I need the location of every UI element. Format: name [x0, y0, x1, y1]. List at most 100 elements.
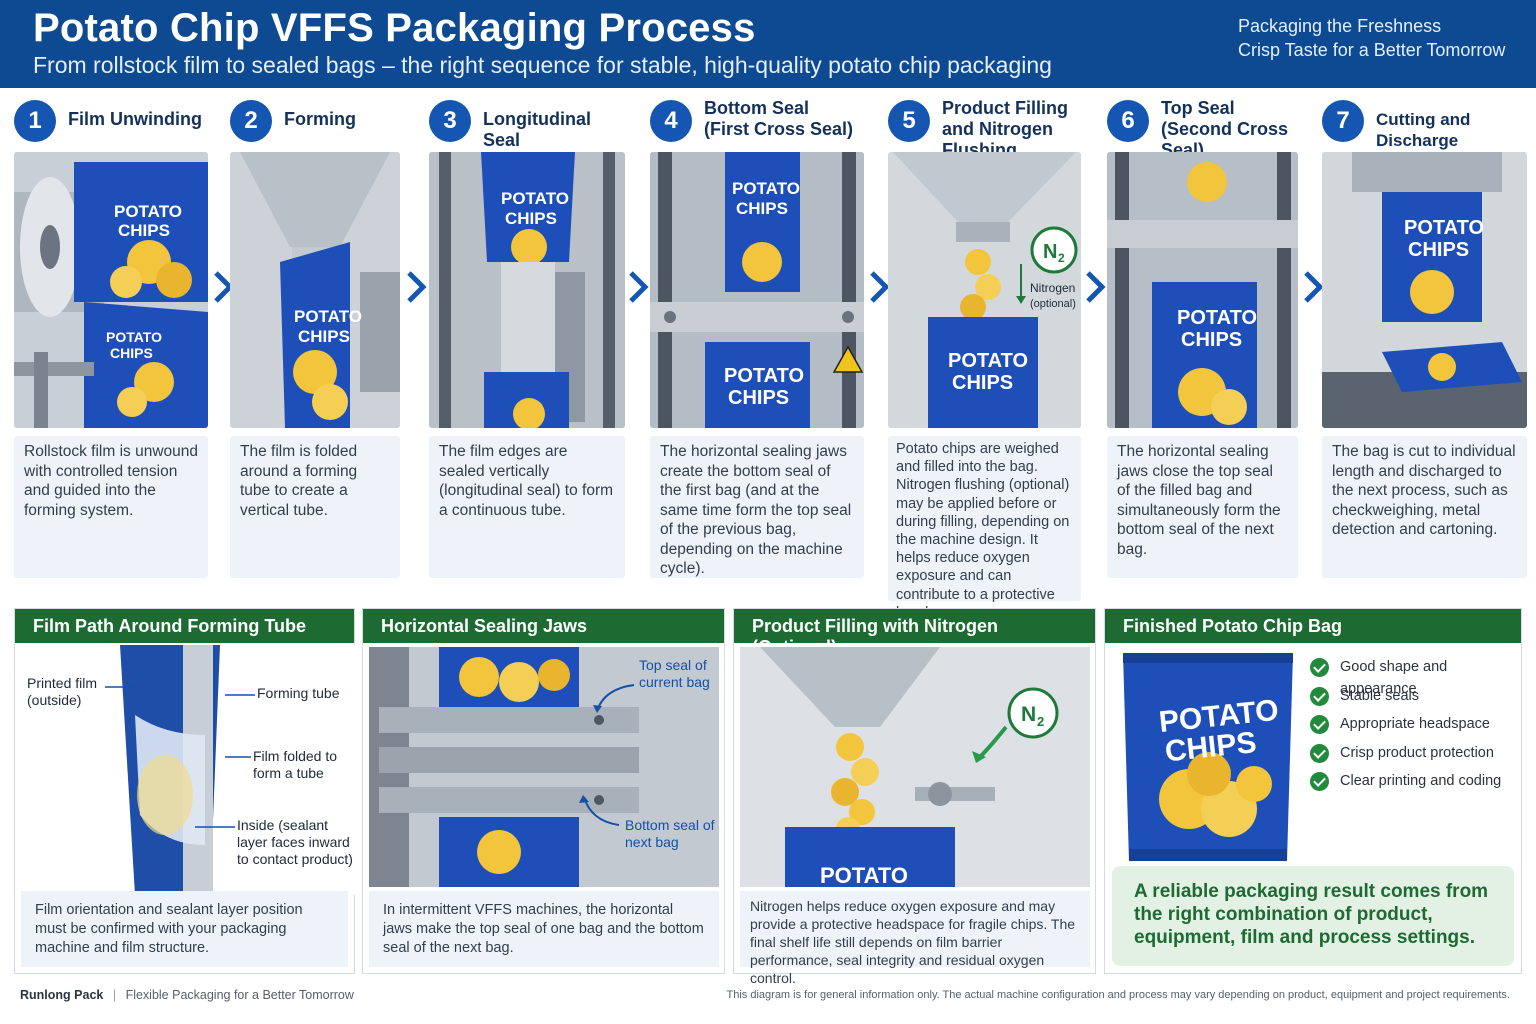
step-title: Cutting and Discharge [1376, 109, 1527, 151]
nitrogen-note: (optional) [1030, 298, 1076, 310]
bag-label-text: CHIPS [110, 345, 153, 361]
checklist-item: Crisp product protection [1310, 742, 1525, 771]
step-description: The horizontal sealing jaws create the b… [650, 436, 864, 578]
result-statement: A reliable packaging result comes from t… [1112, 866, 1514, 966]
sealing-jaws-image [369, 647, 719, 887]
arrow-right-icon [870, 271, 890, 303]
panel-note: Film orientation and sealant layer posit… [21, 891, 348, 967]
panel-title: Film Path Around Forming Tube [15, 609, 354, 643]
forming-tube-image: POTATO CHIPS [230, 152, 400, 428]
step-6: 6 Top Seal(Second Cross Seal) POTATO CHI… [1107, 96, 1298, 596]
bag-label-text: CHIPS [728, 387, 789, 409]
nitrogen-label: Nitrogen [1030, 281, 1075, 295]
check-icon [1310, 715, 1329, 734]
step-7: 7 Cutting and Discharge POTATO CHIPS The… [1322, 96, 1527, 596]
panel-title: Product Filling with Nitrogen (Optional) [734, 609, 1095, 657]
bag-label-text: CHIPS [1181, 329, 1242, 351]
checklist-item: Appropriate headspace [1310, 713, 1525, 742]
step-title: Longitudinal Seal [483, 109, 625, 151]
callout-inside-sealant: Inside (sealant layer faces inward to co… [237, 817, 353, 867]
callout-film-folded: Film folded to form a tube [253, 748, 338, 781]
step-title: Forming [284, 109, 356, 130]
bag-label-text: CHIPS [118, 221, 170, 240]
arrow-right-icon [1304, 271, 1324, 303]
page-title: Potato Chip VFFS Packaging Process [33, 6, 756, 50]
step-description: The horizontal sealing jaws close the to… [1107, 436, 1298, 578]
callout-top-seal: Top seal of current bag [639, 657, 710, 690]
bag-label-text: CHIPS [505, 209, 557, 228]
arrow-right-icon [629, 271, 649, 303]
step-1: 1 Film Unwinding POTATO CHIPS POTATO CHI… [14, 96, 208, 596]
step-title-line: Bottom Seal [704, 98, 810, 118]
step-title-line: (First Cross Seal) [704, 119, 854, 139]
bag-label-text: POTATO [114, 202, 182, 221]
step-title: Bottom Seal(First Cross Seal) [704, 98, 853, 140]
checklist-label: Good shape and appearance [1340, 659, 1448, 697]
step-3: 3 Longitudinal Seal POTATO CHIPS The fil… [429, 96, 625, 596]
cutting-discharge-image: POTATO CHIPS [1322, 152, 1527, 428]
panel-filling-nitrogen: Product Filling with Nitrogen (Optional)… [733, 608, 1096, 986]
callout-forming-tube: Forming tube [257, 685, 340, 701]
checklist-item: Clear printing and coding [1310, 770, 1525, 799]
checklist-item: Stable seals [1310, 685, 1525, 714]
step-header: 3 Longitudinal Seal [429, 98, 625, 150]
step-number-badge: 1 [14, 100, 56, 142]
checklist-label: Crisp product protection [1340, 744, 1494, 761]
step-title-line: Forming [284, 109, 356, 129]
checklist-label: Clear printing and coding [1340, 773, 1502, 789]
process-steps: 1 Film Unwinding POTATO CHIPS POTATO CHI… [0, 96, 1536, 621]
step-number-badge: 6 [1107, 100, 1149, 142]
bag-label-text: CHIPS [298, 327, 350, 346]
step-title-line: Film Unwinding [68, 109, 202, 129]
filling-nitrogen-image: POTATO N 2 [740, 647, 1090, 887]
callout-printed-film: Printed film (outside) [27, 675, 98, 708]
finished-bag-image: POTATO CHIPS [1123, 653, 1293, 861]
step-title-line: Product Filling [942, 98, 1068, 118]
bag-label-text: POTATO [948, 350, 1028, 372]
step-description: The bag is cut to individual length and … [1322, 436, 1527, 578]
step-description: The film is folded around a forming tube… [230, 436, 400, 578]
arrow-right-icon [407, 271, 427, 303]
step-description: Potato chips are weighed and filled into… [888, 436, 1081, 621]
panel-note: Nitrogen helps reduce oxygen exposure an… [740, 891, 1090, 986]
check-icon [1310, 658, 1329, 677]
nitrogen-subscript: 2 [1058, 251, 1065, 265]
step-number-badge: 3 [429, 100, 471, 142]
footer-brand: Runlong Pack [20, 988, 104, 1002]
checklist-label: Appropriate headspace [1340, 716, 1490, 732]
tagline-1: Packaging the Freshness [1238, 16, 1442, 36]
step-header: 7 Cutting and Discharge [1322, 98, 1527, 150]
step-2: 2 Forming POTATO CHIPS The film is folde… [230, 96, 400, 596]
footer-brand-line: Runlong Pack | Flexible Packaging for a … [20, 988, 354, 1002]
step-number-badge: 5 [888, 100, 930, 142]
bag-label-text: POTATO [724, 365, 804, 387]
bag-partial-label: POTATO [820, 863, 908, 887]
forming-tube-diagram [15, 645, 355, 895]
bag-label-text: POTATO [1177, 307, 1257, 329]
top-seal-image: POTATO CHIPS [1107, 152, 1298, 428]
step-description: The film edges are sealed vertically (lo… [429, 436, 625, 578]
checklist-item: Good shape and appearance [1310, 656, 1525, 697]
bag-label-text: POTATO [1404, 217, 1484, 239]
step-number-badge: 4 [650, 100, 692, 142]
check-icon [1310, 772, 1329, 791]
header-banner: Potato Chip VFFS Packaging Process From … [0, 0, 1536, 88]
nitrogen-symbol: N [1043, 241, 1057, 263]
step-header: 4 Bottom Seal(First Cross Seal) [650, 98, 864, 142]
panel-film-path: Film Path Around Forming Tube Printed fi… [14, 608, 355, 974]
step-title: Film Unwinding [68, 109, 202, 130]
panel-sealing-jaws: Horizontal Sealing Jaws Top seal of curr… [362, 608, 725, 974]
checklist-label: Stable seals [1340, 687, 1419, 704]
arrow-right-icon [1086, 271, 1106, 303]
step-title-line: Cutting and Discharge [1376, 110, 1471, 150]
film-roll-image: POTATO CHIPS POTATO CHIPS [14, 152, 208, 428]
page-subtitle: From rollstock film to sealed bags – the… [33, 52, 1052, 78]
check-icon [1310, 743, 1329, 763]
panel-title: Finished Potato Chip Bag [1105, 609, 1521, 643]
step-header: 2 Forming [230, 98, 400, 142]
bag-label-text: CHIPS [736, 199, 788, 218]
nitrogen-subscript: 2 [1037, 714, 1044, 729]
callout-bottom-seal: Bottom seal of next bag [625, 817, 715, 850]
nitrogen-icon [1030, 226, 1078, 274]
